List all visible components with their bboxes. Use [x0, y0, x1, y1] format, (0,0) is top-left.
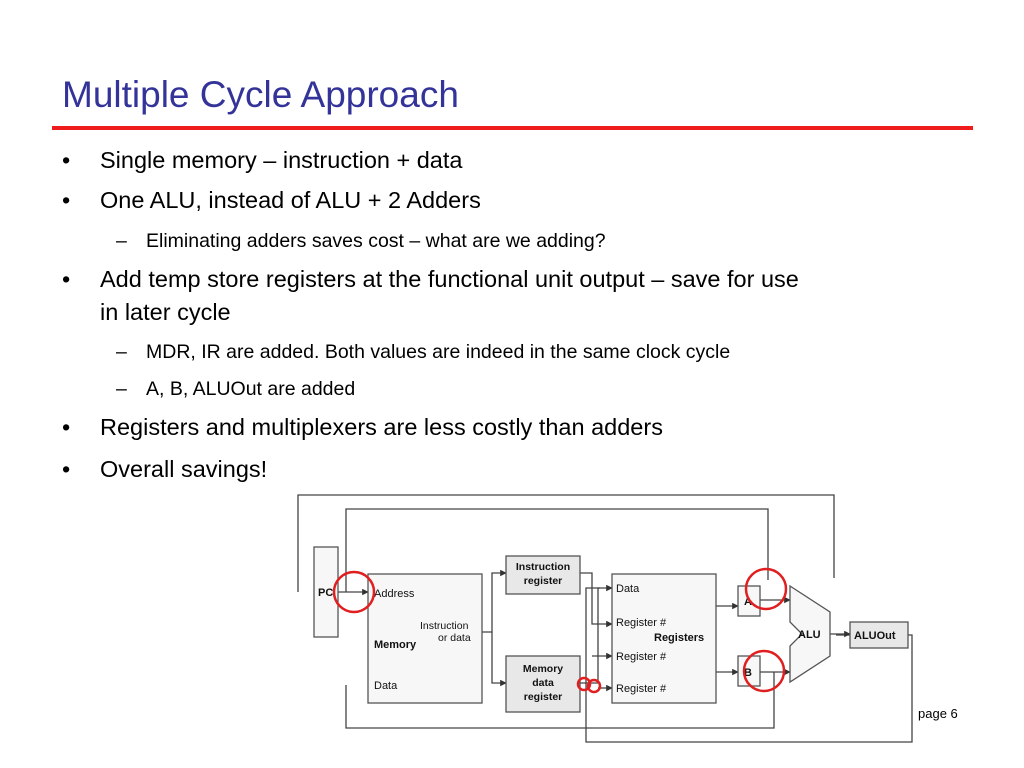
aluout-label: ALUOut	[854, 630, 896, 642]
ir-label-1: Instruction	[516, 561, 570, 573]
registers-reg2-label: Register #	[616, 651, 667, 663]
memory-data-register	[505, 655, 581, 713]
memory-address-label: Address	[374, 588, 415, 600]
highlight-circle	[744, 567, 788, 611]
pc-label: PC	[318, 587, 333, 599]
sub-bullet-item: – A, B, ALUOut are added	[116, 376, 356, 402]
highlight-circle	[332, 570, 376, 614]
registers-reg3-label: Register #	[616, 683, 667, 695]
title-underline	[52, 126, 973, 130]
bullet-text: Single memory – instruction + data	[100, 147, 463, 173]
feedback-wire	[297, 494, 835, 592]
instruction-register	[505, 555, 581, 595]
bullet-text: Registers and multiplexers are less cost…	[100, 414, 663, 440]
highlight-circle	[742, 649, 786, 693]
datapath-diagram: PC Address Instruction or data Memory Da…	[297, 494, 913, 743]
page-number: page 6	[918, 706, 958, 721]
bullet-text: Add temp store registers at the function…	[100, 266, 799, 292]
highlight-circle	[586, 678, 602, 694]
sub-bullet-marker: –	[116, 341, 127, 363]
highlight-circle	[576, 676, 592, 692]
bullet-item: • Single memory – instruction + data	[62, 144, 463, 177]
sub-bullet-marker: –	[116, 230, 127, 252]
bullet-text: in later cycle	[100, 299, 231, 325]
registers-data-label: Data	[616, 583, 640, 595]
bullet-text: One ALU, instead of ALU + 2 Adders	[100, 187, 481, 213]
feedback-wire	[345, 672, 775, 729]
bullet-marker: •	[62, 456, 71, 482]
register-a-label: A	[744, 596, 752, 608]
bullet-marker: •	[62, 147, 71, 173]
ir-label-2: register	[524, 575, 563, 587]
memory-unit	[367, 573, 483, 704]
memory-title-label: Memory	[374, 639, 417, 651]
sub-bullet-text: MDR, IR are added. Both values are indee…	[146, 341, 731, 363]
bullet-item: • Add temp store registers at the functi…	[62, 263, 799, 296]
memory-instr-label: Instruction	[420, 620, 469, 632]
bullet-marker: •	[62, 266, 71, 292]
register-b-label: B	[744, 667, 752, 679]
mdr-label-1: Memory	[523, 663, 563, 675]
memory-data-label: Data	[374, 680, 398, 692]
slide-title: Multiple Cycle Approach	[62, 74, 459, 115]
alu-label: ALU	[798, 629, 821, 641]
sub-bullet-item: – Eliminating adders saves cost – what a…	[116, 228, 606, 254]
sub-bullet-item: – MDR, IR are added. Both values are ind…	[116, 339, 731, 365]
sub-bullet-text: Eliminating adders saves cost – what are…	[146, 230, 606, 252]
bullet-marker: •	[62, 187, 71, 213]
bullet-item: • Registers and multiplexers are less co…	[62, 411, 663, 444]
register-file	[611, 573, 717, 704]
registers-title-label: Registers	[654, 632, 704, 644]
mdr-label-2: data	[532, 677, 554, 689]
bullet-marker: •	[62, 414, 71, 440]
feedback-wire	[345, 508, 769, 592]
bullet-item: • One ALU, instead of ALU + 2 Adders	[62, 184, 481, 217]
bullet-continuation: in later cycle	[100, 296, 231, 329]
sub-bullet-marker: –	[116, 378, 127, 400]
alu-unit	[789, 584, 831, 684]
aluout-register	[849, 621, 909, 649]
registers-reg1-label: Register #	[616, 617, 667, 629]
memory-ordata-label: or data	[438, 632, 471, 644]
bullet-item: • Overall savings!	[62, 453, 268, 486]
bullet-text: Overall savings!	[100, 456, 268, 482]
sub-bullet-text: A, B, ALUOut are added	[146, 378, 356, 400]
mdr-label-3: register	[524, 691, 563, 703]
